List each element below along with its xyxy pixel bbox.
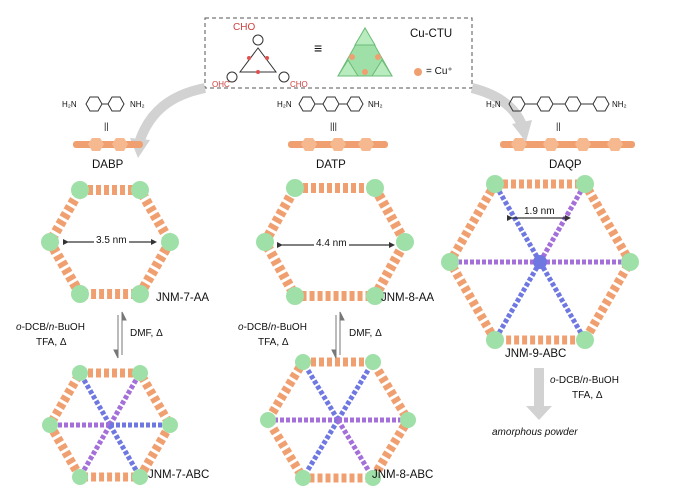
jnm7aa-label: JNM-7-AA <box>156 292 210 304</box>
equiv-symbol: ≡ <box>314 40 323 56</box>
arrow-right <box>470 83 527 128</box>
cu-ctu-structure <box>226 34 290 83</box>
arrow-left <box>135 83 207 142</box>
pore-size-jnm8aa: 4.4 nm <box>314 238 349 249</box>
framework-jnm8abc <box>260 354 416 486</box>
cu-ctu-title: Cu-CTU <box>410 28 453 40</box>
conditions-7-solvent: o-DCB/n-BuOH <box>16 322 85 333</box>
equilibrium-arrow-7 <box>113 311 127 359</box>
product-label: amorphous powder <box>492 427 578 438</box>
datp-label: DATP <box>316 159 346 171</box>
cu-key-dot <box>414 68 422 76</box>
ohc-label: OHC <box>212 80 230 89</box>
datp-right-group: NH₂ <box>368 100 383 109</box>
conditions-9-acid: TFA, Δ <box>572 390 603 401</box>
linker-structure-datp <box>298 96 364 112</box>
dabp-left-group: H₂N <box>62 100 77 109</box>
jnm9abc-label: JNM-9-ABC <box>505 348 567 360</box>
cho-label-top: CHO <box>233 22 256 33</box>
arrow-down-head <box>526 406 552 420</box>
conditions-9-solvent: o-DCB/n-BuOH <box>550 375 619 386</box>
jnm8abc-label: JNM-8-ABC <box>372 469 434 481</box>
arrow-down-shaft <box>534 368 544 408</box>
dabp-equiv: || <box>104 121 109 131</box>
datp-left-group: H₂N <box>277 100 292 109</box>
daqp-equiv: || <box>556 121 561 131</box>
arrow-right-head <box>512 120 532 142</box>
cu-ctu-model <box>337 26 393 77</box>
linker-bar-datp <box>288 138 388 151</box>
datp-equiv: ||| <box>330 121 338 131</box>
legend-box <box>204 17 473 89</box>
daqp-label: DAQP <box>549 159 582 171</box>
jnm8aa-label: JNM-8-AA <box>381 292 435 304</box>
equilibrium-arrow-8 <box>331 311 345 359</box>
pore-size-jnm9abc: 1.9 nm <box>522 206 557 217</box>
dabp-label: DABP <box>92 159 124 171</box>
framework-jnm8aa <box>256 179 414 305</box>
linker-bar-daqp <box>500 138 635 151</box>
jnm7abc-label: JNM-7-ABC <box>148 469 210 481</box>
conditions-8-reverse: DMF, Δ <box>349 328 382 339</box>
daqp-left-group: H₂N <box>486 100 501 109</box>
linker-structure-dabp <box>85 96 125 112</box>
conditions-8-solvent: o-DCB/n-BuOH <box>238 322 307 333</box>
cu-key-label: = Cu⁺ <box>426 66 453 77</box>
framework-jnm9abc <box>441 175 639 349</box>
pore-size-jnm7aa: 3.5 nm <box>94 235 129 246</box>
dabp-right-group: NH₂ <box>130 100 145 109</box>
conditions-7-reverse: DMF, Δ <box>130 328 163 339</box>
linker-bar-dabp <box>73 138 143 151</box>
conditions-8-acid: TFA, Δ <box>258 337 289 348</box>
conditions-7-acid: TFA, Δ <box>36 337 67 348</box>
cho-label-right: CHO <box>290 80 308 89</box>
daqp-right-group: NH₂ <box>612 100 627 109</box>
framework-jnm7abc <box>42 365 178 485</box>
linker-structure-daqp <box>508 96 610 112</box>
